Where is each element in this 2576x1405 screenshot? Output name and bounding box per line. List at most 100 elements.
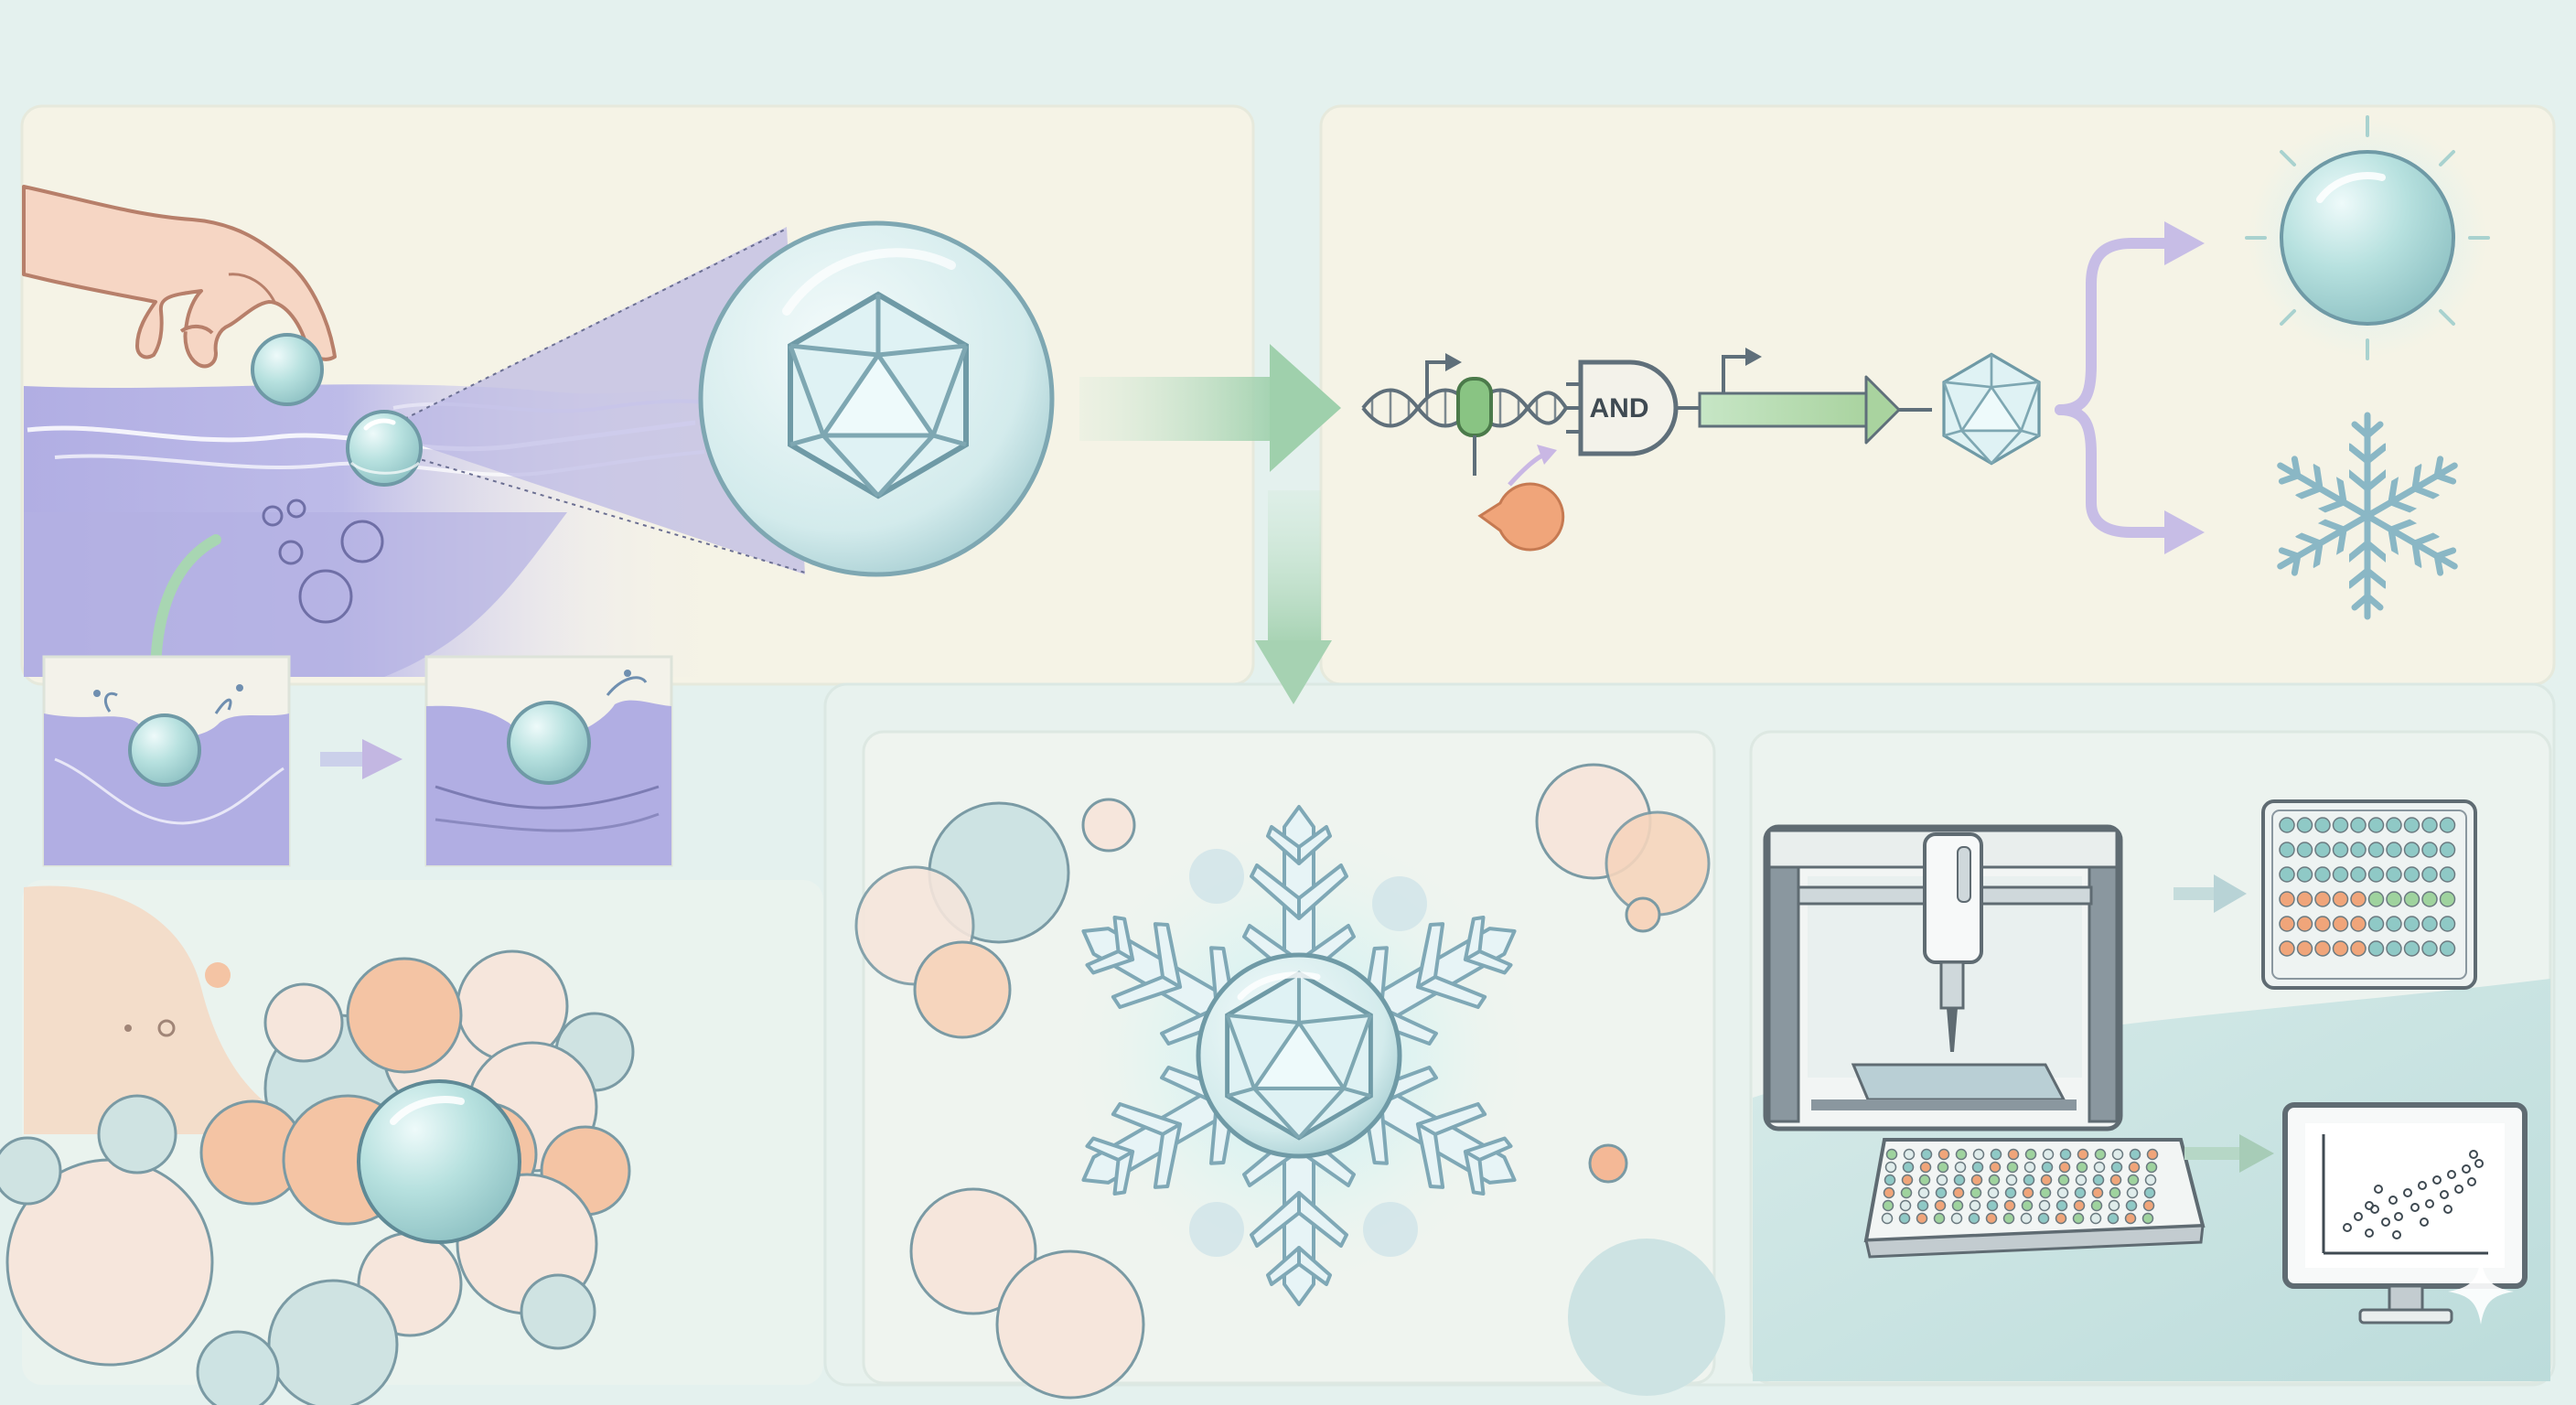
flow-arrows bbox=[1079, 344, 1341, 704]
scatter-point bbox=[2394, 1212, 2403, 1221]
plate-well bbox=[2109, 1186, 2121, 1199]
scatter-point bbox=[2354, 1212, 2363, 1221]
scatter-point bbox=[2365, 1201, 2374, 1210]
plate-well bbox=[2129, 1148, 2141, 1161]
plate-well bbox=[2125, 1199, 2138, 1212]
plate-well bbox=[2439, 940, 2456, 957]
plate-well bbox=[2109, 1174, 2122, 1186]
plate-well bbox=[2279, 866, 2295, 883]
plate-well bbox=[2332, 940, 2349, 957]
plate-well bbox=[2055, 1199, 2068, 1212]
plate-well bbox=[1884, 1174, 1896, 1186]
plate-well bbox=[2386, 940, 2402, 957]
plate-well bbox=[1987, 1186, 2000, 1199]
plate-well bbox=[2040, 1174, 2053, 1186]
plate-well bbox=[2141, 1212, 2154, 1225]
water-drop-scene bbox=[22, 185, 1055, 867]
plate-well bbox=[2023, 1174, 2035, 1186]
plate-well bbox=[2279, 916, 2295, 932]
plate-well bbox=[1989, 1161, 2002, 1174]
plate-well bbox=[1969, 1199, 1981, 1212]
plate-well bbox=[2058, 1161, 2071, 1174]
plate-well bbox=[2042, 1148, 2055, 1161]
plate-well bbox=[1937, 1161, 1949, 1174]
plate-well bbox=[2314, 817, 2331, 833]
plate-well bbox=[2055, 1212, 2067, 1225]
plate-well bbox=[2332, 916, 2349, 932]
plate-well bbox=[2072, 1212, 2085, 1225]
plate-well bbox=[2439, 891, 2456, 907]
plate-well bbox=[1882, 1199, 1894, 1212]
plate-well bbox=[2076, 1161, 2088, 1174]
held-particle bbox=[251, 333, 324, 406]
plate-well bbox=[2004, 1186, 2017, 1199]
plate-well bbox=[2386, 891, 2402, 907]
plate-well bbox=[2126, 1186, 2139, 1199]
plate-well bbox=[2367, 940, 2385, 957]
small-snowflakes bbox=[1189, 849, 1427, 1257]
plate-well bbox=[2403, 866, 2420, 883]
plate-well bbox=[1883, 1186, 1895, 1199]
plate-well bbox=[2077, 1148, 2089, 1161]
plate-well bbox=[2350, 940, 2367, 957]
plate-well bbox=[1954, 1161, 1967, 1174]
plate-well bbox=[2056, 1186, 2069, 1199]
plate-well bbox=[2057, 1174, 2070, 1186]
cluster-scene bbox=[0, 885, 635, 1405]
scatter-point bbox=[2432, 1175, 2442, 1185]
plate-well bbox=[2020, 1212, 2033, 1225]
plate-well bbox=[2090, 1199, 2103, 1212]
plate-well bbox=[1937, 1148, 1950, 1161]
scatter-point bbox=[2447, 1170, 2456, 1179]
plate-well bbox=[1952, 1186, 1965, 1199]
plate-well bbox=[2296, 940, 2313, 957]
plate-well bbox=[2279, 940, 2295, 957]
plate-well bbox=[2128, 1161, 2141, 1174]
scatter-point bbox=[2467, 1177, 2476, 1186]
plate-well bbox=[1955, 1148, 1968, 1161]
plate-well bbox=[2439, 916, 2456, 932]
scatter-point bbox=[2418, 1181, 2427, 1190]
scatter-point bbox=[2454, 1185, 2463, 1194]
lab-scene bbox=[1753, 799, 2550, 1381]
plate-well bbox=[1972, 1148, 1985, 1161]
plate-well bbox=[2073, 1199, 2086, 1212]
scatter-point bbox=[2392, 1230, 2401, 1239]
plate-well bbox=[2296, 842, 2313, 858]
plate-well bbox=[1933, 1212, 1946, 1225]
zoom-cone bbox=[380, 227, 805, 574]
plate-well bbox=[2332, 817, 2349, 833]
hand-icon bbox=[22, 185, 337, 369]
plate-well bbox=[2332, 842, 2349, 858]
cluster-particle bbox=[357, 1079, 521, 1244]
inset-splash-1 bbox=[42, 655, 291, 867]
plate-well bbox=[2421, 891, 2438, 907]
plate-well bbox=[2038, 1199, 2051, 1212]
plate-well bbox=[2107, 1212, 2120, 1225]
scatter-point bbox=[2474, 1159, 2484, 1168]
plate-well bbox=[2350, 916, 2367, 932]
plate-well bbox=[1971, 1161, 1984, 1174]
plate-well bbox=[1917, 1186, 1930, 1199]
plate-well bbox=[1985, 1212, 1998, 1225]
nucleation-scene bbox=[854, 763, 1725, 1400]
plate-well bbox=[1899, 1199, 1912, 1212]
plate-well bbox=[2075, 1174, 2088, 1186]
plate-well bbox=[2002, 1212, 2015, 1225]
plate-well bbox=[2314, 842, 2331, 858]
plate-well bbox=[2421, 940, 2438, 957]
plate-well bbox=[2059, 1148, 2072, 1161]
plate-well bbox=[2089, 1212, 2102, 1225]
arrow-right-head bbox=[1270, 344, 1341, 472]
plate-well bbox=[2006, 1161, 2019, 1174]
well-plate-icon bbox=[2261, 799, 2477, 990]
plate-well bbox=[2296, 866, 2313, 883]
gene-output-arrow bbox=[1698, 375, 1901, 445]
scatter-point bbox=[2388, 1196, 2398, 1205]
plate-well bbox=[2421, 842, 2438, 858]
plate-well bbox=[1950, 1212, 1963, 1225]
plate-well bbox=[1919, 1161, 1932, 1174]
plate-well bbox=[2127, 1174, 2140, 1186]
plate-well bbox=[2021, 1199, 2034, 1212]
plate-well bbox=[2296, 817, 2313, 833]
